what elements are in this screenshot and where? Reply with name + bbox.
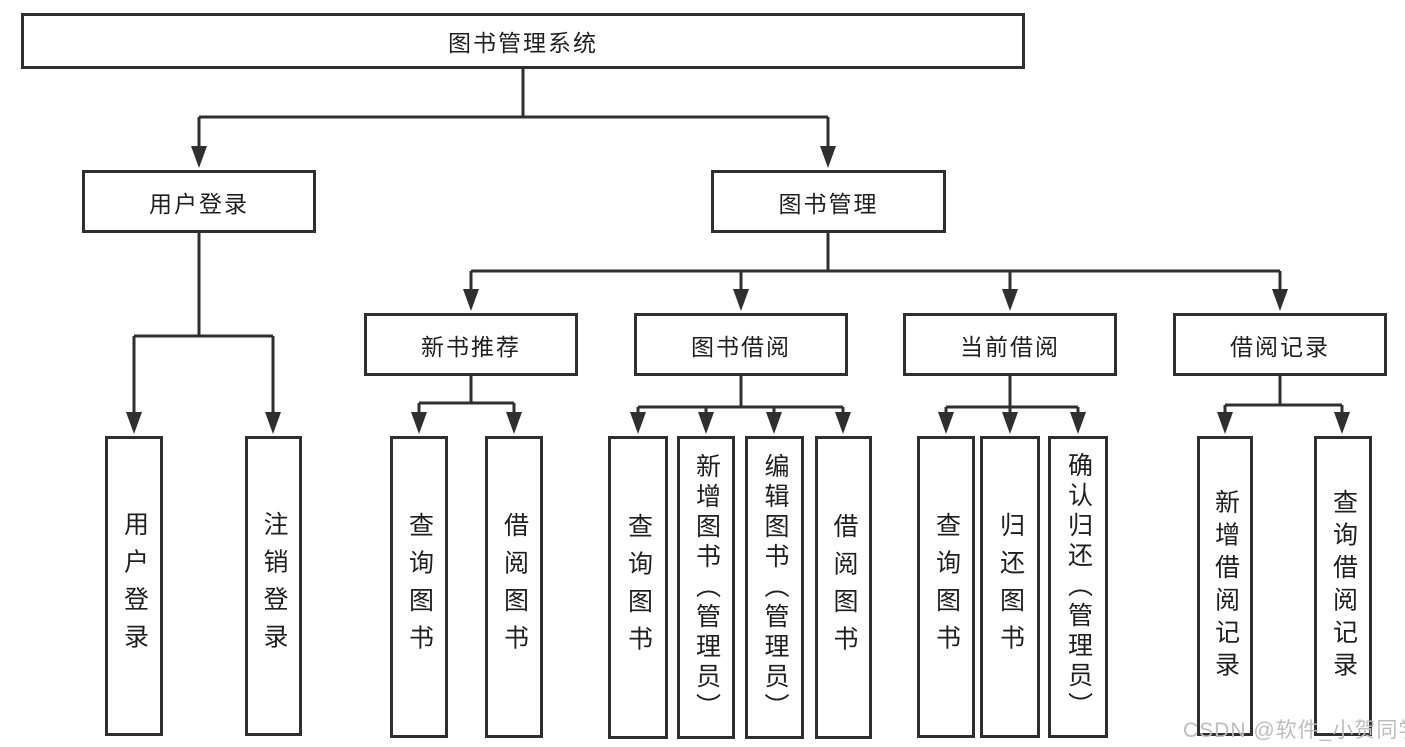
arrow-down-icon [411, 412, 427, 434]
node-logout-action: 注销登录 [245, 436, 302, 736]
arrow-down-icon [1002, 289, 1018, 311]
arrow-down-icon [463, 289, 479, 311]
arrow-down-icon [265, 412, 281, 434]
node-query-books-2: 查询图书 [608, 436, 668, 739]
edge-userlogin-children [132, 233, 275, 416]
edge-records-children [1223, 376, 1344, 416]
arrow-down-icon [191, 146, 207, 168]
node-borrow-books-2: 借阅图书 [815, 436, 872, 739]
edge-newbook-children [417, 376, 516, 416]
arrow-down-icon [506, 412, 522, 434]
node-borrowing-records: 借阅记录 [1173, 313, 1387, 376]
arrow-down-icon [1070, 412, 1086, 434]
arrow-down-icon [1334, 412, 1350, 434]
arrow-down-icon [698, 412, 714, 434]
node-query-books-3: 查询图书 [917, 436, 975, 738]
arrow-down-icon [1002, 412, 1018, 434]
node-return-books: 归还图书 [980, 436, 1040, 738]
arrow-down-icon [630, 412, 646, 434]
node-new-book-recommend: 新书推荐 [364, 313, 578, 376]
arrow-down-icon [733, 289, 749, 311]
arrow-down-icon [766, 412, 782, 434]
arrow-down-icon [820, 146, 836, 168]
arrow-down-icon [126, 412, 142, 434]
node-user-login: 用户登录 [82, 170, 316, 233]
node-add-borrow-record: 新增借阅记录 [1197, 436, 1253, 736]
arrow-down-icon [1272, 289, 1288, 311]
csdn-watermark: CSDN @软件_小贺同学 [1183, 719, 1405, 742]
node-current-borrowing: 当前借阅 [903, 313, 1117, 376]
node-book-borrowing: 图书借阅 [634, 313, 848, 376]
edge-bookmgmt-to-level3 [469, 233, 1282, 293]
node-book-management: 图书管理 [711, 170, 946, 233]
node-confirm-return-admin: 确认归还（管理员） [1048, 436, 1108, 738]
arrow-down-icon [938, 412, 954, 434]
arrow-down-icon [1217, 412, 1233, 434]
edge-root-to-level2 [197, 69, 830, 150]
node-add-books-admin: 新增图书（管理员） [677, 436, 735, 739]
node-user-login-action: 用户登录 [105, 436, 163, 736]
node-borrow-books-1: 借阅图书 [485, 436, 543, 738]
node-edit-books-admin: 编辑图书（管理员） [745, 436, 804, 739]
node-query-borrow-record: 查询借阅记录 [1314, 436, 1372, 736]
node-query-books-1: 查询图书 [390, 436, 448, 738]
edge-borrowing-children [636, 376, 845, 416]
node-library-system: 图书管理系统 [21, 13, 1025, 69]
edge-current-children [944, 376, 1080, 416]
arrow-down-icon [835, 412, 851, 434]
